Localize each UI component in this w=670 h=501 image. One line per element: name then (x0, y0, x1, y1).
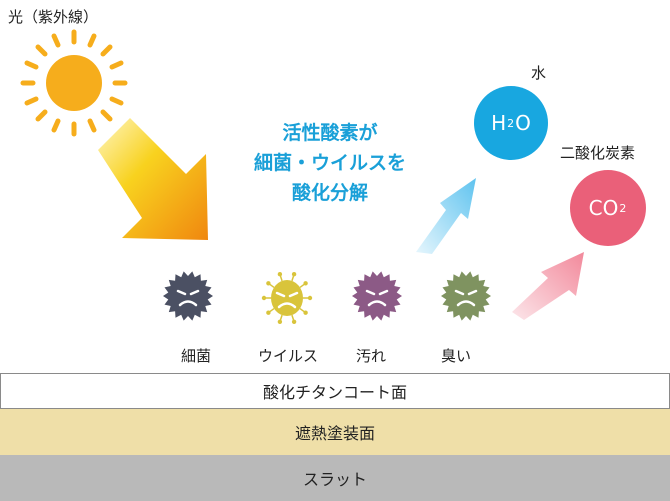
center-caption: 活性酸素が 細菌・ウイルスを 酸化分解 (250, 118, 410, 208)
co2-label: 二酸化炭素 (560, 144, 636, 162)
layer-titanium-coating-label: 酸化チタンコート面 (262, 383, 407, 402)
co2-prefix: CO (588, 196, 619, 220)
layer-heat-shield-paint-label: 遮熱塗装面 (294, 424, 375, 443)
h2o-suffix: O (515, 111, 531, 135)
sun-icon (20, 29, 128, 137)
water-arrow (416, 178, 476, 254)
caption-line-1: 活性酸素が (282, 122, 378, 144)
microbe-label-odor: 臭い (441, 347, 472, 365)
microbe-label-virus: ウイルス (258, 347, 319, 365)
light-label: 光（紫外線） (8, 8, 99, 26)
co2-arrow (512, 252, 584, 320)
h2o-subscript: 2 (507, 116, 515, 130)
water-label: 水 (531, 64, 547, 82)
layer-slat: スラット (0, 455, 670, 501)
microbe-label-dirt: 汚れ (356, 347, 387, 365)
layer-slat-label: スラット (302, 470, 367, 489)
sunlight-arrow (98, 118, 208, 240)
diagram-art (20, 29, 584, 324)
layer-heat-shield-paint: 遮熱塗装面 (0, 409, 670, 455)
odor-icon (441, 271, 491, 321)
virus-icon (261, 272, 313, 324)
dirt-icon (352, 271, 402, 321)
caption-line-2: 細菌・ウイルスを (253, 152, 406, 174)
caption-line-3: 酸化分解 (291, 182, 368, 204)
co2-subscript: 2 (619, 201, 627, 215)
layer-titanium-coating: 酸化チタンコート面 (0, 373, 670, 409)
bacteria-icon (163, 271, 213, 321)
h2o-prefix: H (491, 111, 507, 135)
microbe-label-bacteria: 細菌 (181, 347, 212, 365)
